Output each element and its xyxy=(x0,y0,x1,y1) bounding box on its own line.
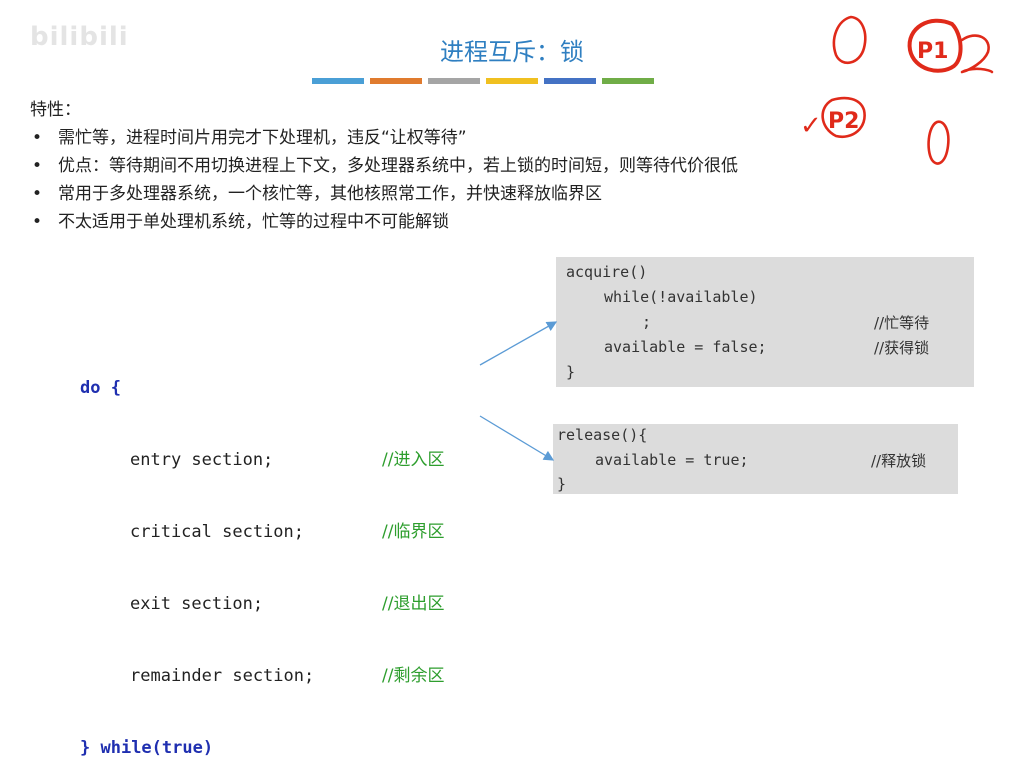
do-keyword: do xyxy=(80,378,101,398)
color-bar-4 xyxy=(486,78,538,84)
page-title: 进程互斥：锁 xyxy=(440,38,584,66)
color-bar-5 xyxy=(544,78,596,84)
code-line-exit: exit section;//退出区 xyxy=(130,594,445,614)
code-comment: //临界区 xyxy=(382,522,445,542)
code-line-entry: entry section;//进入区 xyxy=(130,450,445,470)
entry-to-acquire-arrow xyxy=(479,321,558,366)
code-comment: //进入区 xyxy=(382,450,445,470)
release-close-brace: } xyxy=(557,475,567,493)
color-bar-1 xyxy=(312,78,364,84)
title-color-bars xyxy=(312,78,654,84)
feature-item: •常用于多处理器系统，一个核忙等，其他核照常工作，并快速释放临界区 xyxy=(30,180,738,208)
release-code-box: release(){ available = true; //释放锁 } xyxy=(553,424,958,494)
code-comment: //剩余区 xyxy=(382,666,445,686)
feature-item: •需忙等，进程时间片用完才下处理机，违反“让权等待” xyxy=(30,124,738,152)
features-heading: 特性： xyxy=(30,100,81,120)
bullet-icon: • xyxy=(32,212,43,232)
code-comment: //退出区 xyxy=(382,594,445,614)
busy-wait-comment: //忙等待 xyxy=(874,314,930,332)
acquire-signature: acquire() xyxy=(566,263,648,281)
exit-to-release-arrow xyxy=(479,415,555,461)
code-line-remainder: remainder section;//剩余区 xyxy=(130,666,445,686)
acquire-code-box: acquire() while(!available) ; //忙等待 avai… xyxy=(556,257,974,387)
acquire-while: while(!available) xyxy=(604,288,758,306)
bullet-icon: • xyxy=(32,156,43,176)
bullet-icon: • xyxy=(32,128,43,148)
p2-label: P2 xyxy=(828,109,859,134)
feature-item: •优点：等待期间不用切换进程上下文，多处理器系统中，若上锁的时间短，则等待代价很… xyxy=(30,152,738,180)
check-mark-icon: ✓ xyxy=(800,111,822,141)
bullet-icon: • xyxy=(32,184,43,204)
code-line-while: } while(true) xyxy=(80,738,214,758)
features-list: •需忙等，进程时间片用完才下处理机，违反“让权等待” •优点：等待期间不用切换进… xyxy=(30,124,738,236)
code-line-critical: critical section;//临界区 xyxy=(130,522,445,542)
feature-item: •不太适用于单处理机系统，忙等的过程中不可能解锁 xyxy=(30,208,738,236)
release-set-true: available = true; xyxy=(595,451,749,469)
acquire-empty-statement: ; xyxy=(642,313,652,331)
p2-circle xyxy=(821,96,866,139)
while-keyword: while xyxy=(100,738,152,758)
get-lock-comment: //获得锁 xyxy=(874,339,930,357)
release-lock-comment: //释放锁 xyxy=(871,452,927,470)
acquire-set-false: available = false; xyxy=(604,338,767,356)
features-section: 特性： •需忙等，进程时间片用完才下处理机，违反“让权等待” •优点：等待期间不… xyxy=(30,96,738,236)
do-while-code-block: do { entry section;//进入区 critical sectio… xyxy=(80,328,445,784)
color-bar-3 xyxy=(428,78,480,84)
hand-drawn-circle xyxy=(927,120,950,165)
color-bar-2 xyxy=(370,78,422,84)
code-line-do: do { xyxy=(80,378,121,398)
release-signature: release(){ xyxy=(557,426,648,444)
acquire-close-brace: } xyxy=(566,363,576,381)
color-bar-6 xyxy=(602,78,654,84)
bilibili-watermark: bilibili xyxy=(30,22,129,52)
